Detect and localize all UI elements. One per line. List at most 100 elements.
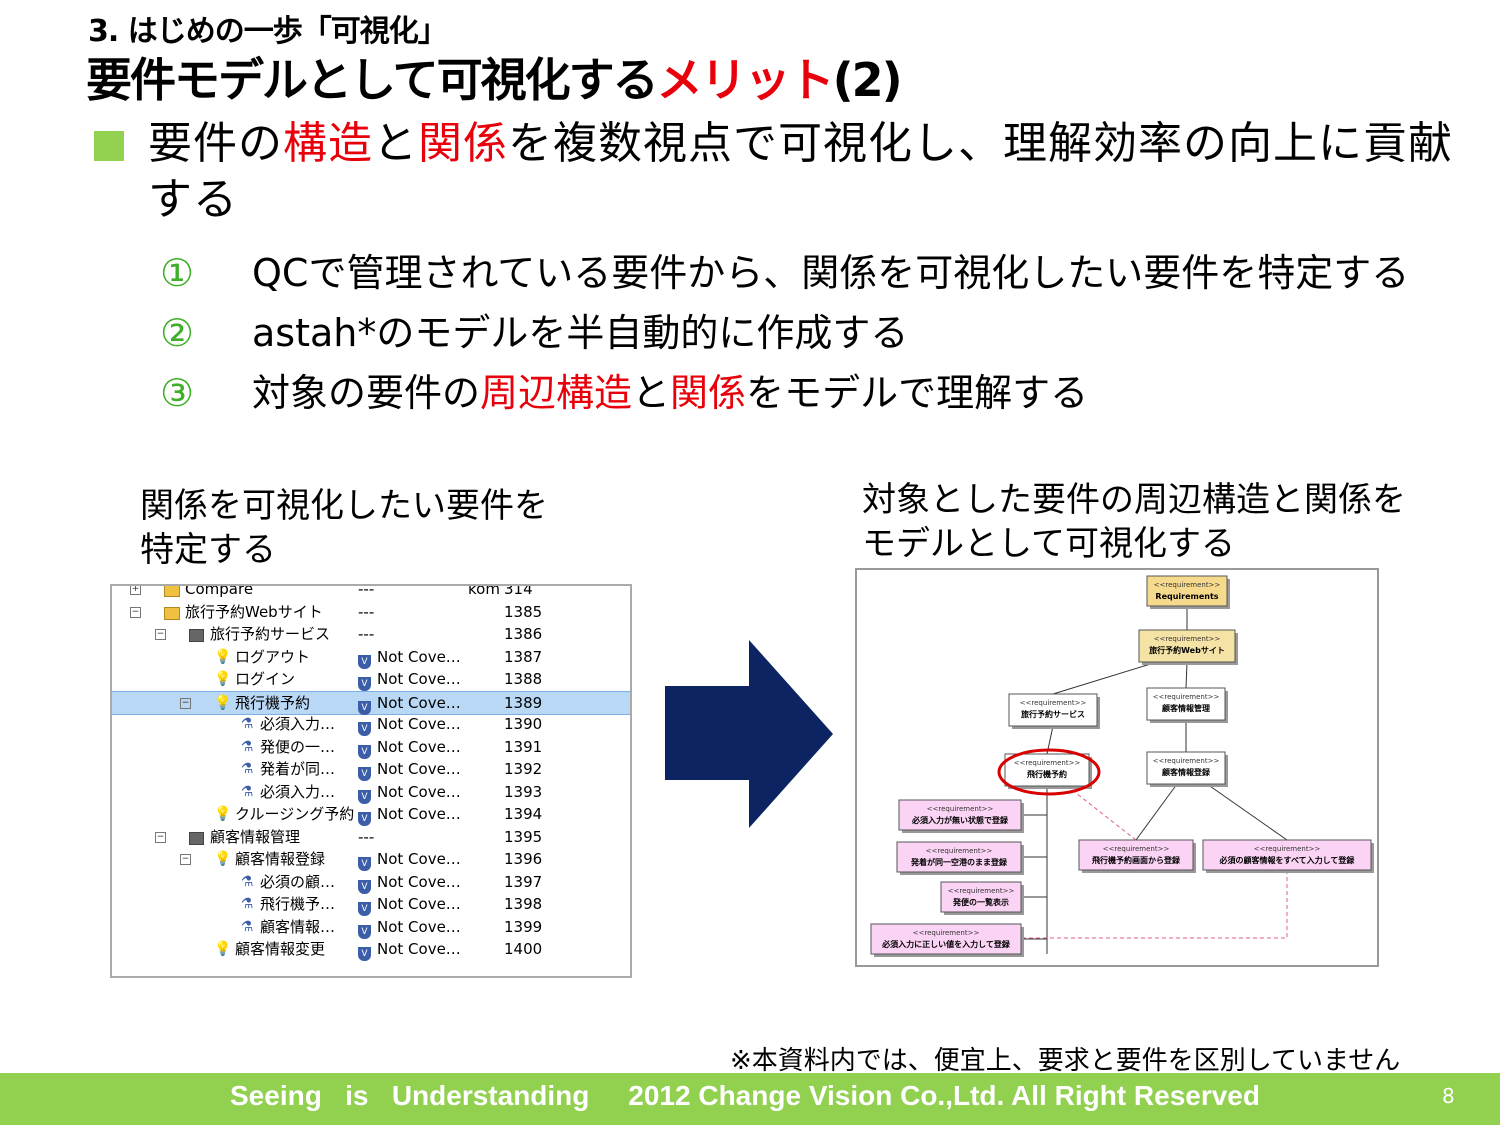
coverage-shield-icon: V — [358, 700, 371, 715]
item-highlight: 周辺構造 — [480, 371, 633, 415]
package-icon — [189, 629, 204, 642]
diagram-node — [1146, 687, 1226, 721]
tree-row-name: 必須入力… — [260, 782, 336, 801]
tree-row-status: --- — [358, 584, 375, 598]
flask-icon: ⚗ — [240, 783, 254, 800]
diagram-node-name: Requirements — [1155, 592, 1218, 601]
tree-row-name: 顧客情報… — [260, 917, 336, 936]
tree-row-name: Compare — [185, 584, 254, 598]
diagram-node — [940, 881, 1022, 913]
diagram-node — [1146, 575, 1228, 607]
expand-icon[interactable]: + — [130, 584, 141, 595]
title-suffix: (2) — [832, 53, 903, 107]
flask-icon: ⚗ — [240, 761, 254, 777]
tree-row-id: 1400 — [504, 940, 543, 958]
diagram-node-stereotype: <<requirement>> — [1154, 635, 1221, 643]
caption-line: 特定する — [140, 530, 276, 570]
flask-icon: ⚗ — [240, 738, 254, 755]
diagram-node-name: 飛行機予約 — [1026, 769, 1067, 779]
requirement-diagram-screenshot: <<requirement>> Requirements <<requirement… — [855, 568, 1379, 967]
item-number: ① — [160, 251, 195, 295]
tree-row-id: 1393 — [504, 782, 543, 801]
coverage-shield-icon: V — [358, 677, 371, 691]
diagram-node-name: 顧客情報登録 — [1162, 767, 1211, 777]
diagram-node-stereotype: <<requirement>> — [927, 805, 994, 813]
tree-row-id: 1388 — [504, 670, 543, 688]
bulb-icon: 💡 — [214, 648, 232, 665]
tree-row-name: 顧客情報管理 — [210, 827, 301, 846]
bulb-icon: 💡 — [214, 694, 232, 711]
tree-row-id: 1399 — [504, 917, 543, 936]
diagram-node-name: 顧客情報管理 — [1162, 703, 1210, 713]
diagram-node-stereotype: <<requirement>> — [1254, 845, 1321, 853]
diagram-node-stereotype: <<requirement>> — [1020, 699, 1087, 707]
bullet-highlight-relation: 関係 — [418, 118, 508, 169]
tree-row-name: 飛行機予… — [260, 895, 336, 913]
page-number: 8 — [1442, 1084, 1455, 1108]
tree-row[interactable]: −顧客情報管理---1395 — [112, 826, 630, 848]
diagram-node-stereotype: <<requirement>> — [1154, 581, 1221, 589]
diagram-node-stereotype: <<requirement>> — [1153, 693, 1220, 701]
coverage-shield-icon: V — [358, 879, 371, 894]
diagram-node-stereotype: <<requirement>> — [913, 929, 980, 937]
tree-row[interactable]: + Compare --- kom 314 — [112, 584, 630, 600]
diagram-node-name: 飛行機予約画面から登録 — [1091, 855, 1181, 865]
bullet-text-part: と — [373, 118, 418, 169]
coverage-shield-icon: V — [358, 767, 371, 781]
caption-line: モデルとして可視化する — [862, 524, 1235, 564]
title-main: 要件モデルとして可視化する — [86, 53, 659, 107]
title-accent: メリット — [656, 53, 835, 107]
caption-line: 対象とした要件の周辺構造と関係を — [862, 480, 1406, 520]
flask-icon: ⚗ — [240, 918, 254, 935]
diagram-trace-line — [1066, 785, 1137, 841]
diagram-node — [896, 841, 1022, 873]
tree-row[interactable]: −旅行予約サービス---1386 — [112, 623, 630, 645]
tree-row-owner: kom — [468, 584, 500, 598]
item-text: astah*のモデルを半自動的に作成する — [252, 311, 909, 355]
tree-row-id: 1392 — [504, 760, 543, 778]
footnote: ※本資料内では、便宜上、要求と要件を区別していません — [730, 1046, 1401, 1076]
diagram-node — [1138, 629, 1236, 663]
coverage-shield-icon: V — [358, 857, 371, 871]
bullet-square-icon — [94, 131, 124, 161]
bullet-text-part: 要件の — [148, 118, 283, 169]
item-number: ③ — [160, 371, 195, 415]
coverage-shield-icon: V — [358, 924, 371, 939]
diagram-node-stereotype: <<requirement>> — [1153, 757, 1220, 765]
collapse-icon[interactable]: − — [155, 831, 166, 843]
collapse-icon[interactable]: − — [130, 606, 141, 618]
collapse-icon[interactable]: − — [180, 854, 191, 865]
tree-row-id: 1391 — [504, 737, 543, 756]
main-bullet: 要件の構造と関係を複数視点で可視化し、理解効率の向上に貢献する — [148, 116, 1468, 228]
tree-row-id: 1385 — [504, 602, 543, 621]
tree-row-id: 314 — [504, 584, 533, 598]
diagram-node-stereotype: <<requirement>> — [926, 847, 993, 855]
item-text: と — [632, 371, 671, 415]
diagram-node-stereotype: <<requirement>> — [1014, 759, 1081, 767]
tree-row[interactable]: −旅行予約Webサイト---1385 — [112, 601, 630, 623]
tree-row-id: 1394 — [504, 805, 543, 823]
collapse-icon[interactable]: − — [180, 697, 191, 709]
slide-title: 要件モデルとして可視化するメリット(2) — [86, 44, 903, 110]
collapse-icon[interactable]: − — [155, 629, 166, 640]
coverage-shield-icon: V — [358, 812, 371, 826]
diagram-relation-line — [1135, 783, 1178, 841]
diagram-node-name: 旅行予約サービス — [1021, 709, 1085, 719]
